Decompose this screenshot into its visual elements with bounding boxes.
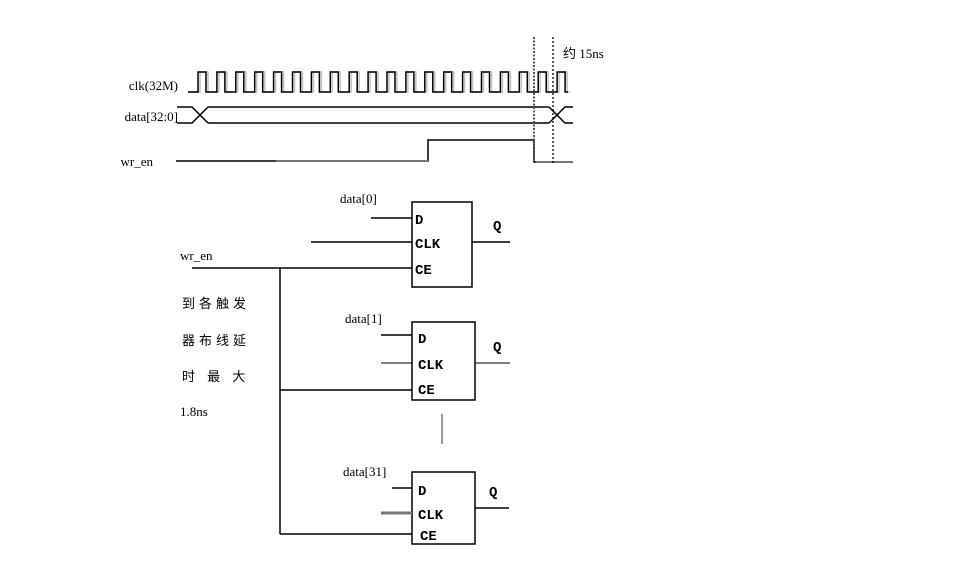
clk-pulse-train — [188, 71, 568, 93]
pin-clk: CLK — [418, 358, 444, 374]
data-bus-start-left — [177, 106, 202, 124]
pin-ce: CE — [418, 383, 435, 399]
signal-label-data: data[32:0] — [125, 109, 178, 124]
pin-clk: CLK — [415, 237, 441, 253]
pin-q: Q — [489, 485, 497, 501]
note-line-2: 器布线延 — [182, 334, 250, 349]
ff-input-label: data[31] — [343, 464, 386, 479]
ff-input-label: data[0] — [340, 191, 377, 206]
routing-delay-note: 到各触发 器布线延 时 最 大 1.8ns — [180, 296, 250, 419]
signal-label-wr-en: wr_en — [121, 154, 154, 169]
data-bus-transition-1 — [198, 106, 209, 124]
timing-annotation: 约 15ns — [563, 46, 604, 61]
clk-pulse-shadow — [190, 71, 570, 93]
wr-en-waveform — [176, 139, 573, 163]
wr-en-bus — [192, 267, 412, 535]
pin-q: Q — [493, 340, 501, 356]
flipflop-0: data[0] D CLK CE Q — [311, 191, 510, 288]
data-bus-transition-2-right — [555, 106, 573, 124]
pin-d: D — [418, 484, 426, 500]
ff-input-label: data[1] — [345, 311, 382, 326]
data-bus-waveform — [177, 106, 573, 124]
pin-clk: CLK — [418, 508, 444, 524]
note-line-4: 1.8ns — [180, 404, 208, 419]
pin-q: Q — [493, 219, 501, 235]
pin-ce: CE — [420, 529, 437, 545]
note-line-1: 到各触发 — [182, 296, 250, 312]
pin-d: D — [415, 213, 423, 229]
clk-waveform — [188, 71, 570, 93]
flipflop-1: data[1] D CLK CE Q — [345, 311, 510, 401]
flipflop-31: data[31] D CLK CE Q — [343, 464, 509, 545]
pin-d: D — [418, 332, 426, 348]
signal-label-clk: clk(32M) — [129, 78, 178, 93]
pin-ce: CE — [415, 263, 432, 279]
note-line-3: 时 最 大 — [182, 370, 249, 385]
wr-en-net-label: wr_en — [180, 248, 213, 263]
